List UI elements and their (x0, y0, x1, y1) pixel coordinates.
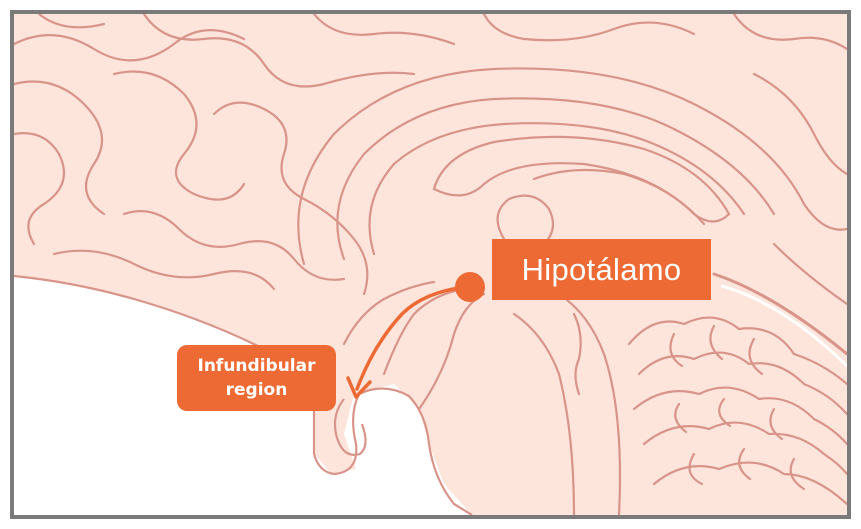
hipotalamo-label: Hipotálamo (492, 239, 711, 300)
infundibular-region-label: Infundibular region (177, 345, 336, 411)
brain-tissue (14, 14, 847, 515)
brain-sagittal-illustration (14, 14, 847, 515)
infundibular-label-line2: region (226, 378, 288, 402)
infundibular-label-line1: Infundibular (198, 354, 316, 378)
hypothalamus-marker-dot (455, 272, 485, 302)
hipotalamo-label-text: Hipotálamo (522, 252, 682, 288)
diagram-frame: Hipotálamo Infundibular region (10, 10, 851, 519)
